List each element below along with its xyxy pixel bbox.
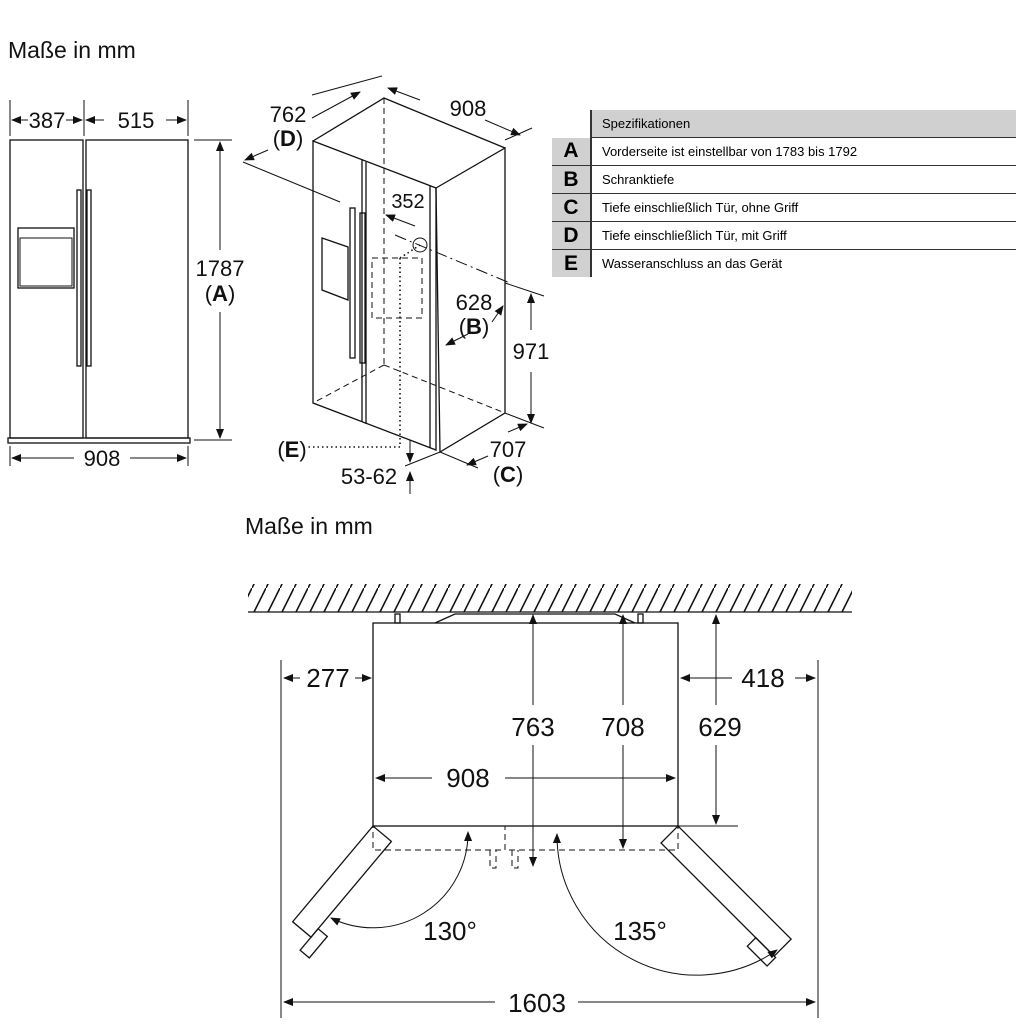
right-door-open bbox=[660, 825, 793, 967]
wall bbox=[248, 584, 852, 612]
front-view: 387 515 1787 (A) 908 bbox=[7, 100, 245, 471]
dim-height: 1787 bbox=[196, 256, 245, 281]
left-door-open bbox=[291, 825, 393, 959]
dim-left-door: 387 bbox=[29, 108, 66, 133]
water-dispenser bbox=[17, 227, 75, 289]
dim-total-width: 908 bbox=[84, 446, 121, 471]
dim-depth-handle: 762 bbox=[270, 102, 307, 127]
left-handle bbox=[76, 189, 82, 367]
water-ref-label: (E) bbox=[277, 437, 306, 462]
right-door-angle: 135° bbox=[613, 916, 667, 946]
handle bbox=[349, 207, 356, 359]
dim-iso-width: 908 bbox=[450, 96, 487, 121]
dim-depth-no-handle-ref: (C) bbox=[493, 462, 524, 487]
front-face bbox=[312, 140, 437, 451]
left-door-angle: 130° bbox=[423, 916, 477, 946]
top-view: 130° 135° 277 418 763 708 629 908 1603 bbox=[248, 584, 852, 1018]
dim-height-ref: (A) bbox=[205, 281, 236, 306]
dim-cabinet-depth: 628 bbox=[456, 290, 493, 315]
dim-water-height: 971 bbox=[513, 339, 550, 364]
base bbox=[7, 437, 191, 444]
dim-depth-handle-ref: (D) bbox=[273, 126, 304, 151]
dim-629: 629 bbox=[698, 712, 741, 742]
dim-763: 763 bbox=[511, 712, 554, 742]
water-connection-icon bbox=[412, 237, 428, 253]
dim-left-clearance: 277 bbox=[306, 663, 349, 693]
dim-708: 708 bbox=[601, 712, 644, 742]
iso-view: 352 762 (D) 908 628 (B) 971 707 (C) (E) … bbox=[242, 75, 550, 494]
dim-water-offset: 352 bbox=[391, 191, 424, 213]
right-handle bbox=[86, 189, 92, 367]
dim-right-door: 515 bbox=[118, 108, 155, 133]
right-door bbox=[85, 139, 189, 439]
dim-right-clearance: 418 bbox=[741, 663, 784, 693]
title-top: Maße in mm bbox=[8, 37, 136, 63]
dispenser bbox=[321, 237, 349, 301]
dim-foot-height: 53-62 bbox=[341, 464, 397, 489]
title-bottom: Maße in mm bbox=[245, 513, 373, 539]
dim-depth-no-handle: 707 bbox=[490, 437, 527, 462]
dim-top-width: 908 bbox=[446, 763, 489, 793]
left-door bbox=[9, 139, 84, 439]
spec-header: Spezifikationen bbox=[591, 110, 1016, 138]
dim-cabinet-depth-ref: (B) bbox=[459, 314, 490, 339]
dim-total-open-width: 1603 bbox=[508, 988, 566, 1018]
